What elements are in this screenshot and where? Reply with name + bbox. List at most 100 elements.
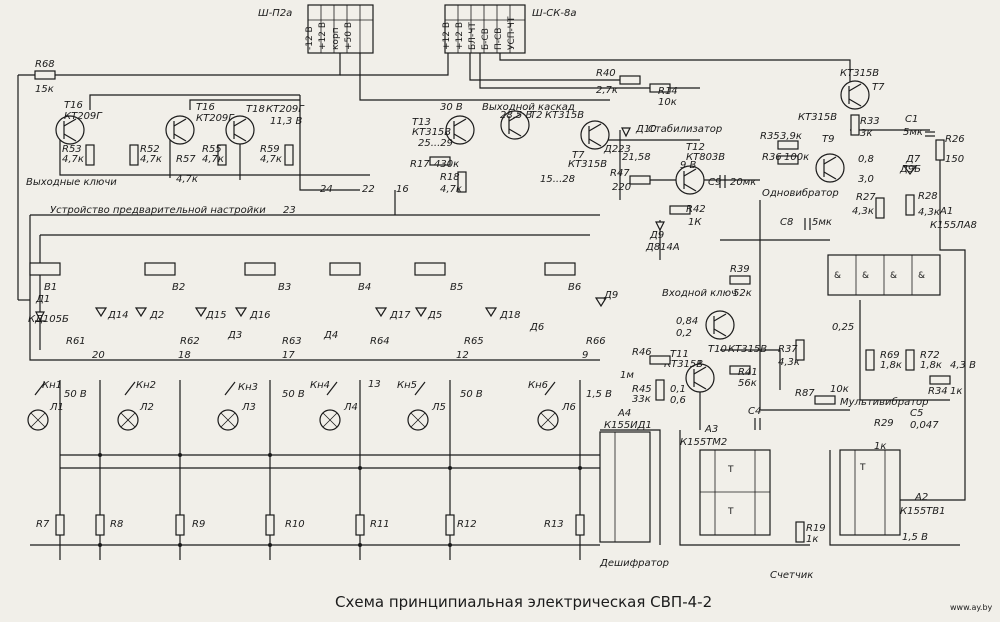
resistor-value: 3к <box>860 128 872 139</box>
chip-a1-type: К155ЛА8 <box>930 220 977 231</box>
resistor-ref: R17 <box>410 159 430 170</box>
preset-diode: Д9 <box>603 290 618 301</box>
preset-resistor: R63 <box>282 336 302 347</box>
resistor-r26: R26 150 <box>935 134 965 165</box>
transistor-type: КТ803В <box>686 152 725 163</box>
resistor-r45: R45 33к <box>632 379 665 405</box>
preset-resistor: R61 <box>66 336 86 347</box>
lamp-label: Л5 <box>431 402 446 413</box>
capacitor-c5: C5 0,047 <box>910 408 939 431</box>
resistor-value: 100к <box>784 152 809 163</box>
transistor-label: Т10 <box>708 344 727 355</box>
resistor-ref: R72 <box>920 350 940 361</box>
voltage: 0,6 <box>670 395 686 406</box>
svg-text:&: & <box>918 271 925 281</box>
resistor-value: 2,7к <box>596 85 618 96</box>
connector-right-pin-6: УСП-ЧТ <box>507 16 517 50</box>
wire-number: 18 <box>178 350 191 361</box>
resistor-r46: R46 1м <box>620 347 671 381</box>
diode-d223: Д223 <box>603 144 631 155</box>
chip-a1-ref: А1 <box>939 206 953 217</box>
transistor-label: Т7 <box>572 150 585 161</box>
transistor-label: Т2 <box>530 110 542 121</box>
output-transistor-1: Т16 КТ209Г <box>55 100 103 145</box>
resistor-ref: R27 <box>856 192 876 203</box>
resistor-r27: R27 4,3к <box>852 192 885 219</box>
voltage-labels: 50 В 50 В 50 В 1,5 В 1,5 В 11,3 В 25...2… <box>64 102 976 543</box>
wire-number: 17 <box>282 350 295 361</box>
transistor-type: КТ315В <box>728 344 767 355</box>
resistor-value: 4,7к <box>260 154 282 165</box>
output-transistor-2: Т16 КТ209Г <box>165 102 235 145</box>
resistor-value: 4,3к <box>852 206 874 217</box>
voltage: 3,0 <box>858 174 874 185</box>
preset-diode: Д6 <box>529 322 544 333</box>
resistor-ref: R18 <box>440 172 460 183</box>
diode-ref: Д7 <box>905 154 921 165</box>
voltage: 25...29 <box>418 138 453 149</box>
wire-number: 20 <box>92 350 105 361</box>
preset-diode: Д14 <box>107 310 129 321</box>
capacitor-value: 5мк <box>903 127 923 138</box>
block-multivibrator: Мультивибратор <box>840 396 928 408</box>
resistor-r42: R42 1К <box>669 204 706 228</box>
resistor-ref: R26 <box>945 134 965 145</box>
transistor-t7-top: Т7 КТ315В <box>840 68 885 110</box>
key-label: Кн2 <box>136 380 156 391</box>
channel-ref: В5 <box>450 282 463 293</box>
connector-sh-p2a: Ш-П2а -12 В +12 В корп +50 В <box>258 4 374 54</box>
lower-resistor-row: R7 R8 R9 R10 R11 R12 R13 <box>36 514 585 536</box>
resistor-value: 4,7к <box>62 154 84 165</box>
capacitor-ref: C4 <box>748 406 761 417</box>
resistor-ref: R40 <box>596 68 616 79</box>
resistor-label: R9 <box>192 519 205 530</box>
resistor-ref: R52 <box>140 144 160 155</box>
svg-text:T: T <box>727 507 734 517</box>
preset-resistor: R62 <box>180 336 200 347</box>
key-kn1: Кн1 <box>34 380 62 396</box>
lamp-label: Л1 <box>49 402 64 413</box>
preset-diode-row: Д14 Д2 Д15 Д16 Д3 Д4 Д17 Д5 Д18 Д6 Д9 <box>94 290 618 341</box>
diode-d9: Д9 Д814А <box>645 221 680 253</box>
chip-a4-type: К155ИД1 <box>604 420 652 431</box>
voltage: 30 В <box>440 102 463 113</box>
svg-text:T: T <box>859 463 866 473</box>
diode-type: КД105Б <box>28 314 69 325</box>
chip-a2-ref: А2 <box>914 492 928 503</box>
connector-right-pin-4: Б-СВ <box>481 28 491 50</box>
resistor-r69: R69 1,8к <box>865 349 902 371</box>
lamp-label: Л4 <box>343 402 358 413</box>
resistor-ref: R55 <box>202 144 222 155</box>
svg-text:T: T <box>727 465 734 475</box>
transistor-t10: Т10 КТ315В <box>705 310 767 355</box>
voltage: 50 В <box>64 389 87 400</box>
chip-a3: T T А3 К155ТМ2 <box>680 424 771 536</box>
transistor-type: КТ315В <box>798 112 837 123</box>
resistor-label: R13 <box>544 519 564 530</box>
key-label: Кн4 <box>310 380 330 391</box>
block-one-shot: Одновибратор <box>762 187 839 199</box>
preset-diode: Д16 <box>249 310 271 321</box>
voltage: 11,3 В <box>270 116 302 127</box>
resistor-value: 33к <box>632 394 651 405</box>
resistor-ref: R33 <box>860 116 880 127</box>
preset-diode: Д3 <box>227 330 242 341</box>
resistor-r29: R29 1к <box>874 418 894 452</box>
connector-sh-sk-8a: Ш-СК-8а +12 В +12 В БЛ-ЧТ Б-СВ П-СВ УСП-… <box>442 4 576 54</box>
resistor-r87: R87 10к <box>795 384 849 405</box>
resistor-r53: R53 4,7к <box>62 144 95 166</box>
transistor-t11: Т11 КТ315В <box>664 349 715 393</box>
capacitor-c9: C9 20мк <box>708 175 756 188</box>
lamp-label: Л2 <box>139 402 154 413</box>
resistor-r55: R55 4,7к <box>202 144 227 166</box>
resistor-ref: R53 <box>62 144 82 155</box>
voltage: 0,25 <box>832 322 854 333</box>
key-label: Кн3 <box>238 382 258 393</box>
key-kn3: Кн3 <box>224 381 258 396</box>
resistor-value: 1к <box>806 534 818 545</box>
preset-diode: Д2 <box>149 310 164 321</box>
connector-left-title: Ш-П2а <box>258 8 292 19</box>
resistor-value: 4,3к <box>918 207 940 218</box>
resistor-r19: R19 1к <box>795 521 826 545</box>
resistor-label: R7 <box>36 519 50 530</box>
